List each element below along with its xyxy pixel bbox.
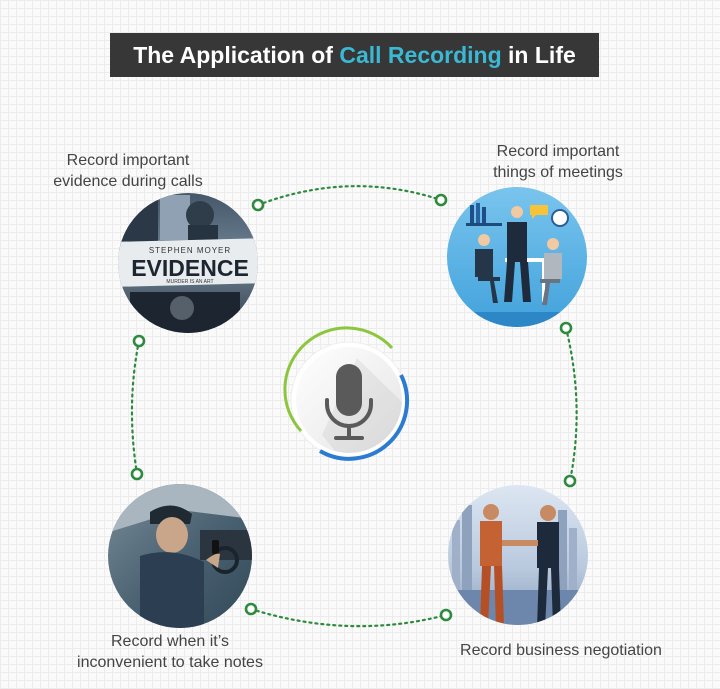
label-line: Record business negotiation [460, 642, 662, 659]
poster-tagline: MURDER IS AN ART [166, 279, 213, 285]
connector-left [130, 339, 141, 476]
connector-dots [130, 193, 577, 622]
connector-lines [130, 185, 578, 628]
connector-dot [251, 198, 265, 212]
node-evidence-image: STEPHEN MOYER EVIDENCE MURDER IS AN ART [118, 193, 258, 333]
label-line: Record important [496, 143, 620, 160]
node-negotiation-image [448, 485, 588, 625]
poster-actor: STEPHEN MOYER [149, 246, 231, 255]
node-meetings-label: Record important things of meetings [482, 141, 634, 183]
title-prefix: The Application of [133, 41, 340, 68]
label-line: Record when it’s [111, 633, 229, 650]
connector-dot [244, 602, 258, 616]
connector-dot [130, 467, 144, 481]
connector-bottom [249, 607, 448, 628]
connector-dot [434, 193, 448, 207]
title-suffix: in Life [501, 41, 576, 68]
node-meetings-image [447, 187, 587, 327]
title-highlight: Call Recording [339, 41, 502, 68]
connector-right [564, 326, 578, 483]
label-line: Record important [66, 152, 190, 169]
node-negotiation-label: Record business negotiation [446, 640, 676, 661]
diagram-title: The Application of Call Recording in Lif… [110, 33, 599, 77]
microphone-icon [283, 326, 410, 461]
poster-title: EVIDENCE [131, 255, 249, 281]
node-driving-label: Record when it’s inconvenient to take no… [70, 631, 270, 673]
connector-dot [559, 321, 573, 335]
label-line: things of meetings [493, 164, 623, 181]
node-evidence-label: Record important evidence during calls [44, 150, 212, 192]
connector-dot [132, 334, 146, 348]
node-driving-image [108, 484, 252, 628]
label-line: evidence during calls [53, 173, 203, 190]
connector-top [256, 185, 443, 207]
connector-dot [439, 608, 453, 622]
connector-dot [563, 474, 577, 488]
label-line: inconvenient to take notes [77, 654, 263, 671]
